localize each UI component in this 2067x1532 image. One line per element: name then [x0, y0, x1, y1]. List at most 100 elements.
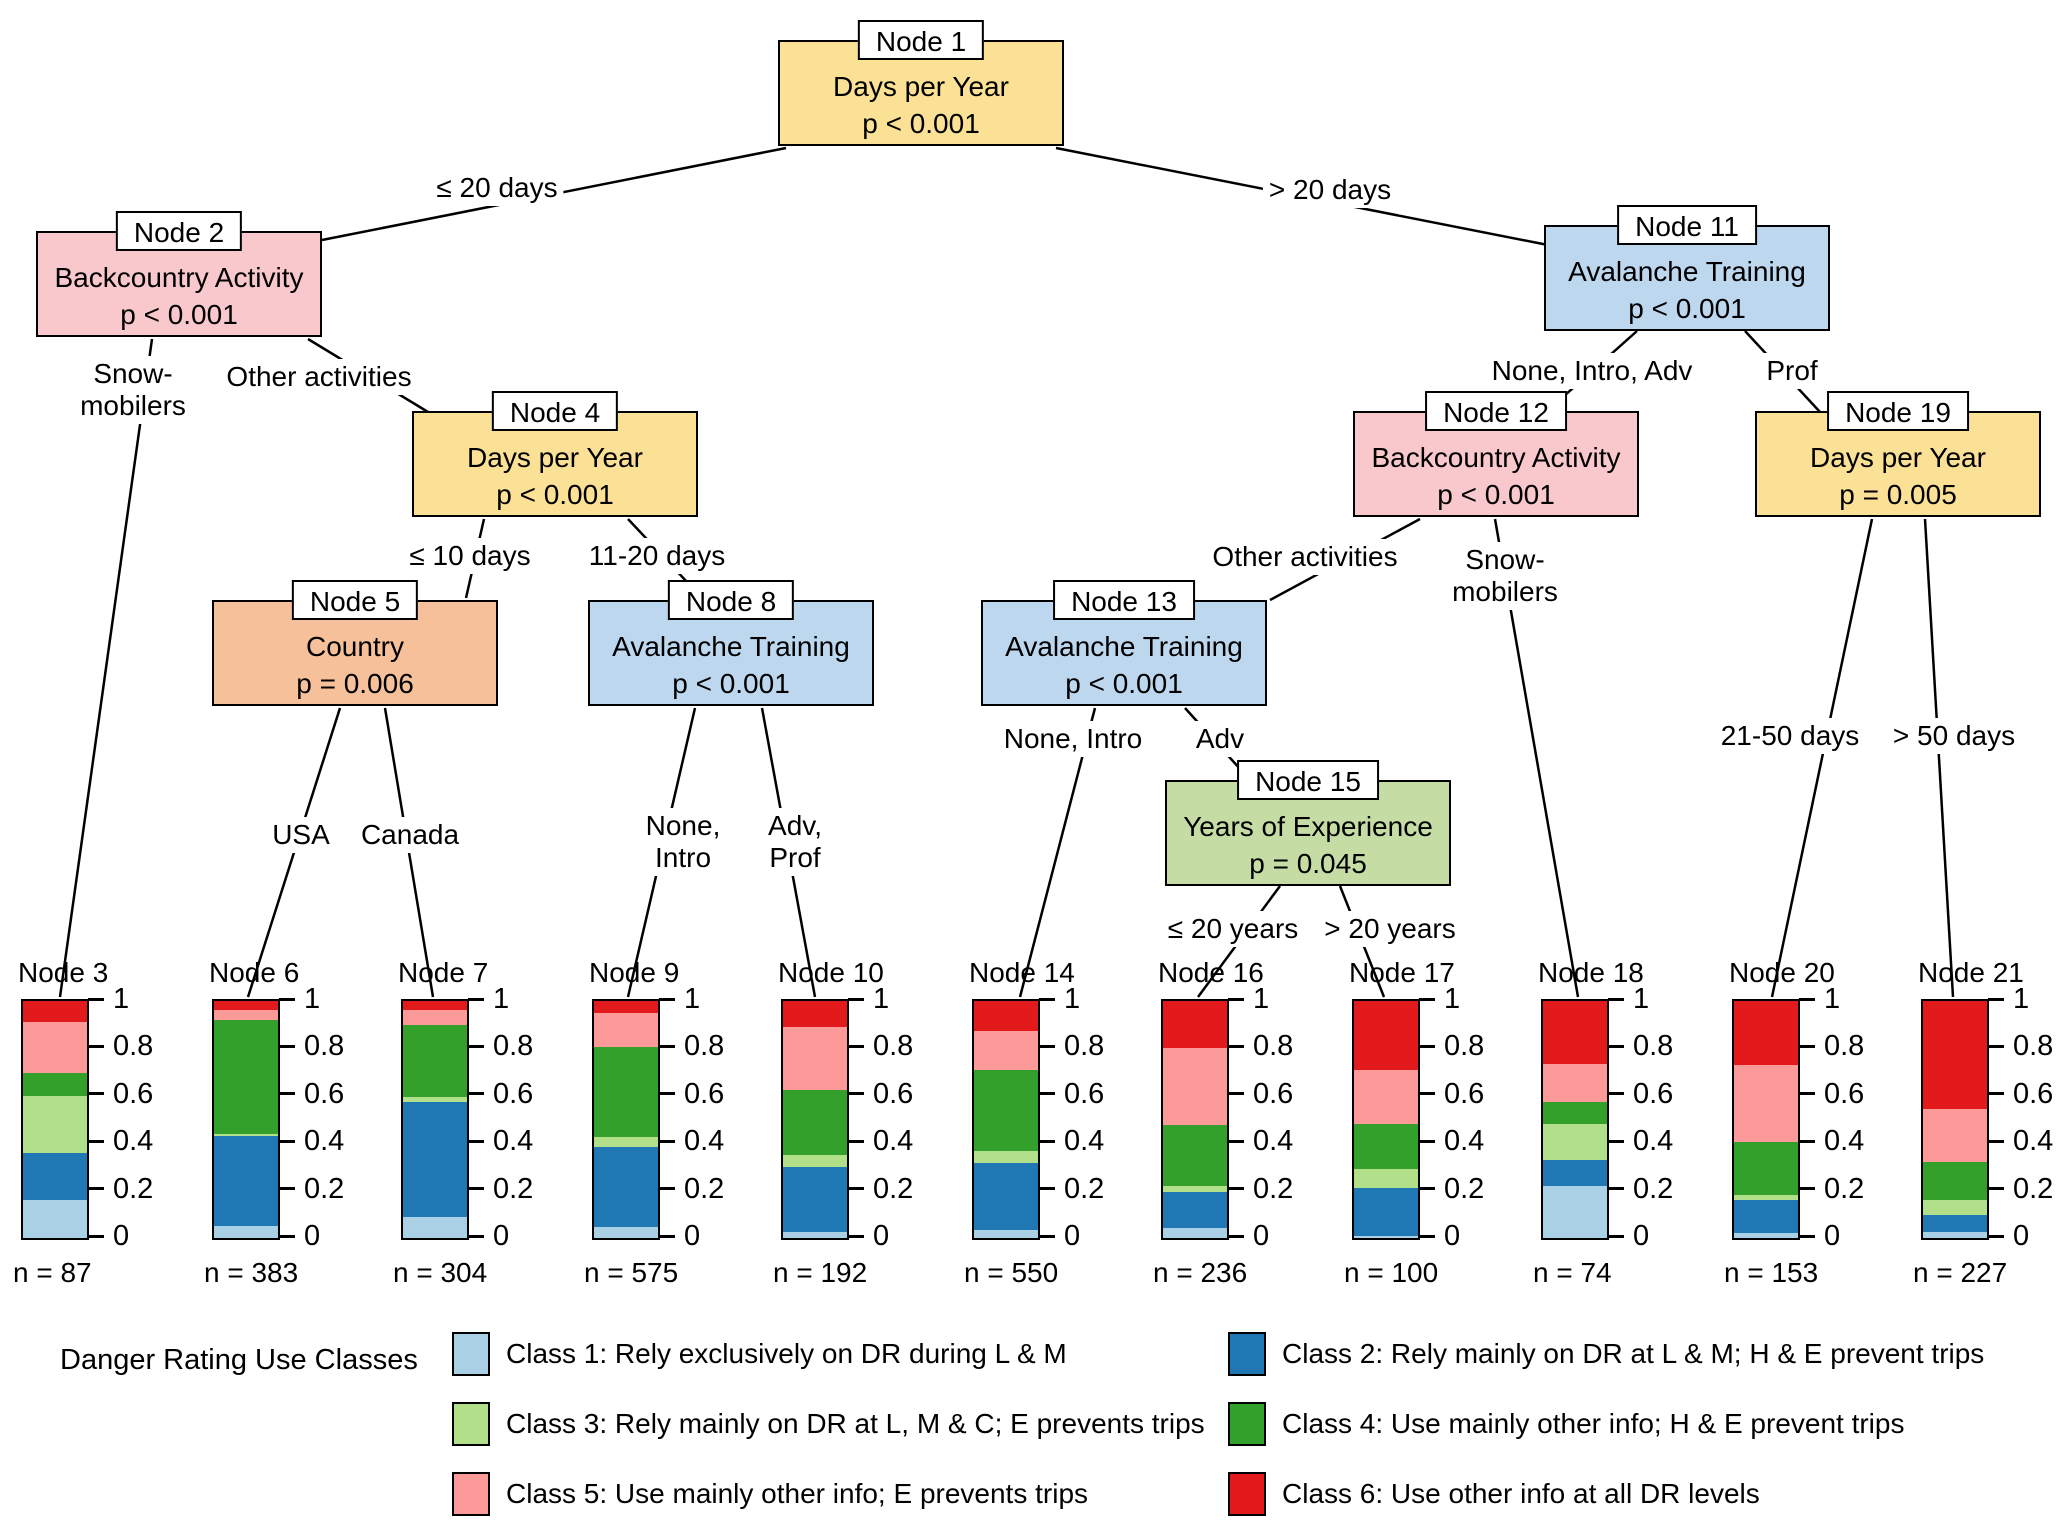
node-14-class-2-segment — [974, 1163, 1038, 1230]
tree-edge-18 — [1770, 518, 1874, 998]
legend-swatch-class-4 — [1228, 1402, 1266, 1446]
node-6-class-4-segment — [214, 1019, 278, 1134]
node-10-tick-0.4 — [848, 1139, 864, 1143]
node-12-tag: Node 12 — [1425, 391, 1567, 431]
node-3-title: Node 3 — [18, 957, 109, 988]
edge-label-gt-50-days: > 50 days — [1886, 718, 2022, 754]
node-1-tag: Node 1 — [857, 20, 985, 60]
node-20-tick-1 — [1799, 997, 1815, 1001]
node-9-class-5-segment — [594, 1012, 658, 1048]
node-9-tick-label-0.8: 0.8 — [684, 1030, 725, 1063]
node-20-class-5-segment — [1734, 1064, 1798, 1142]
legend-swatch-class-6 — [1228, 1472, 1266, 1516]
node-14-class-5-segment — [974, 1030, 1038, 1070]
node-18-class-4-segment — [1543, 1101, 1607, 1125]
node-20-class-6-segment — [1734, 1001, 1798, 1065]
node-9-tick-0.8 — [659, 1044, 675, 1048]
node-7-stacked-bar — [401, 999, 469, 1240]
node-16-tick-0 — [1228, 1234, 1244, 1238]
node-20-tick-0.4 — [1799, 1139, 1815, 1143]
edge-label-other-activities-right: Other activities — [1206, 539, 1404, 575]
node-11-p-value: p < 0.001 — [1628, 293, 1746, 324]
node-7-tick-label-1: 1 — [493, 983, 510, 1015]
node-18-tick-label-0.2: 0.2 — [1633, 1172, 1674, 1205]
node-10-n-label: n = 192 — [773, 1257, 868, 1288]
node-18-tick-label-1: 1 — [1633, 983, 1650, 1015]
edge-label-none-intro-2line: None,Intro — [639, 808, 727, 876]
edge-label-gt-20-days-line: > 20 days — [1268, 174, 1392, 205]
node-20-tick-label-1: 1 — [1824, 983, 1841, 1015]
edge-label-other-activities-left-line: Other activities — [226, 361, 412, 392]
node-14-n-label: n = 550 — [964, 1257, 1059, 1288]
node-16-tick-0.6 — [1228, 1092, 1244, 1096]
node-8-split-variable: Avalanche Training — [612, 631, 850, 662]
node-7-class-5-segment — [403, 1010, 467, 1025]
node-6-tick-0 — [279, 1234, 295, 1238]
node-3-class-6-segment — [23, 1001, 87, 1023]
node-20-n-label: n = 153 — [1724, 1257, 1819, 1288]
node-14-tick-label-0.4: 0.4 — [1064, 1125, 1105, 1158]
node-3-tick-0.4 — [88, 1139, 104, 1143]
node-14-tick-label-0.2: 0.2 — [1064, 1172, 1105, 1205]
node-14-class-4-segment — [974, 1069, 1038, 1152]
node-7-class-6-segment — [403, 1001, 467, 1011]
edge-label-adv-prof-line: Adv, — [768, 810, 822, 841]
node-6-tick-1 — [279, 997, 295, 1001]
node-18-tick-1 — [1608, 997, 1624, 1001]
node-7-tick-label-0.6: 0.6 — [493, 1077, 534, 1110]
node-16-class-2-segment — [1163, 1191, 1227, 1229]
edge-label-gt-20-years: > 20 years — [1318, 911, 1462, 947]
node-18-class-1-segment — [1543, 1185, 1607, 1238]
node-19-split-variable: Days per Year — [1810, 442, 1986, 473]
node-4-split-variable: Days per Year — [467, 442, 643, 473]
node-17-stacked-bar — [1352, 999, 1420, 1240]
node-16-tick-label-0.2: 0.2 — [1253, 1172, 1294, 1205]
node-16-class-5-segment — [1163, 1048, 1227, 1126]
node-5-p-value: p = 0.006 — [296, 668, 414, 699]
edge-label-le-20-years: ≤ 20 years — [1161, 911, 1305, 947]
node-6-tick-label-0: 0 — [304, 1220, 321, 1252]
edge-label-canada-line: Canada — [360, 819, 460, 850]
node-21-tick-0.8 — [1988, 1044, 2004, 1048]
node-3-n-label: n = 87 — [13, 1257, 92, 1288]
node-14-tick-label-1: 1 — [1064, 983, 1081, 1015]
node-17-tick-label-0.2: 0.2 — [1444, 1172, 1485, 1205]
edge-label-prof: Prof — [1760, 353, 1824, 389]
node-10-tick-0.6 — [848, 1092, 864, 1096]
node-10-tick-label-0.8: 0.8 — [873, 1030, 914, 1063]
node-6-class-6-segment — [214, 1001, 278, 1011]
node-16-class-3-segment — [1163, 1185, 1227, 1192]
node-20-tick-label-0.4: 0.4 — [1824, 1125, 1865, 1158]
node-14-tick-0.4 — [1039, 1139, 1055, 1143]
node-20-tick-label-0.2: 0.2 — [1824, 1172, 1865, 1205]
node-7-title: Node 7 — [398, 957, 489, 988]
edge-label-gt-20-years-line: > 20 years — [1324, 913, 1456, 944]
node-21-class-6-segment — [1923, 1001, 1987, 1109]
edge-label-le-20-days-line: ≤ 20 days — [436, 172, 558, 203]
node-19-tag: Node 19 — [1827, 391, 1969, 431]
node-6-class-3-segment — [214, 1133, 278, 1137]
node-9-tick-0 — [659, 1234, 675, 1238]
node-9-tick-0.2 — [659, 1187, 675, 1191]
node-21-stacked-bar — [1921, 999, 1989, 1240]
edge-label-gt-20-days: > 20 days — [1262, 172, 1398, 208]
node-9-tick-1 — [659, 997, 675, 1001]
node-9-tick-label-0.6: 0.6 — [684, 1077, 725, 1110]
node-14-tick-0.2 — [1039, 1187, 1055, 1191]
node-20-class-4-segment — [1734, 1142, 1798, 1196]
node-17-tick-label-1: 1 — [1444, 983, 1461, 1015]
node-18-n-label: n = 74 — [1533, 1257, 1612, 1288]
node-14-tick-0 — [1039, 1234, 1055, 1238]
edge-label-21-50-days: 21-50 days — [1714, 718, 1866, 754]
node-18-tick-0.4 — [1608, 1139, 1624, 1143]
node-21-class-2-segment — [1923, 1215, 1987, 1233]
node-13-split-variable: Avalanche Training — [1005, 631, 1243, 662]
node-18-tick-label-0.8: 0.8 — [1633, 1030, 1674, 1063]
node-6-stacked-bar — [212, 999, 280, 1240]
node-3-class-5-segment — [23, 1022, 87, 1074]
node-10-class-4-segment — [783, 1089, 847, 1156]
node-17-tick-0 — [1419, 1234, 1435, 1238]
node-10-class-3-segment — [783, 1155, 847, 1167]
